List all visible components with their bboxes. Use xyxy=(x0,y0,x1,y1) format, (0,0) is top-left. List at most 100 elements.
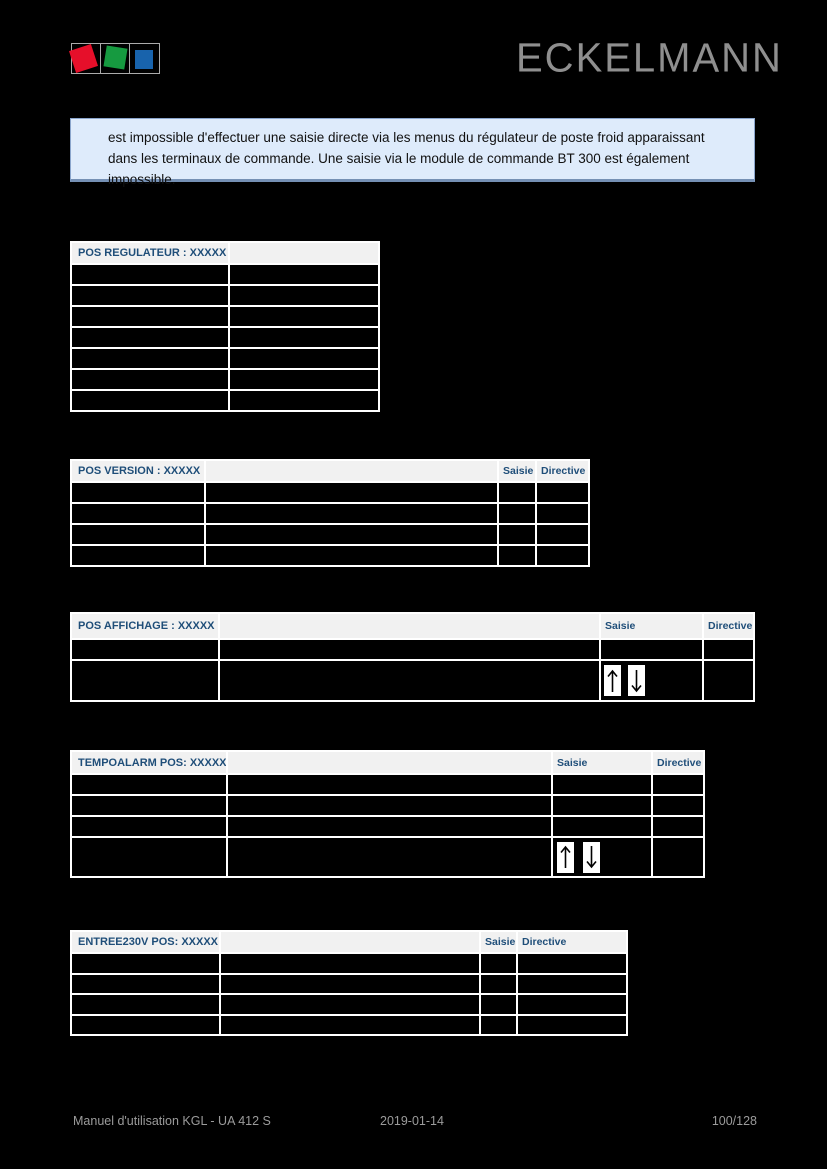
arrow-up-icon xyxy=(604,665,621,696)
eckelmann-logo xyxy=(69,43,160,74)
redacted-cell xyxy=(653,838,703,876)
redacted-cell xyxy=(72,370,228,389)
redacted-cell xyxy=(72,349,228,368)
redacted-cell xyxy=(72,817,226,836)
redacted-cell xyxy=(72,391,228,410)
saisie-column-header: Saisie xyxy=(601,614,702,638)
redacted-cell xyxy=(221,954,479,973)
redacted-cell xyxy=(518,995,626,1014)
table-pos-version: POS VERSION : XXXXX Saisie Directive xyxy=(70,459,590,567)
redacted-cell xyxy=(537,483,588,502)
redacted-cell xyxy=(481,954,516,973)
table-header-cell xyxy=(206,461,497,481)
redacted-cell xyxy=(230,391,378,410)
redacted-cell xyxy=(72,1015,219,1034)
table-header-cell xyxy=(230,243,378,263)
redacted-cell xyxy=(499,504,535,523)
saisie-column-header: Saisie xyxy=(481,932,516,952)
table-title: POS AFFICHAGE : XXXXX xyxy=(72,614,218,638)
arrow-down-icon xyxy=(583,841,600,873)
logo-cell-blue xyxy=(130,44,159,73)
redacted-cell xyxy=(72,546,204,565)
table-pos-regulateur: POS REGULATEUR : XXXXX xyxy=(70,241,380,412)
directive-column-header: Directive xyxy=(653,752,703,773)
redacted-cell xyxy=(230,265,378,284)
green-square-icon xyxy=(103,45,128,70)
directive-column-header: Directive xyxy=(704,614,753,638)
redacted-cell xyxy=(72,328,228,347)
table-header-cell xyxy=(220,614,599,638)
redacted-cell xyxy=(72,504,204,523)
logo-cell-red xyxy=(69,44,101,73)
saisie-column-header: Saisie xyxy=(553,752,651,773)
redacted-cell xyxy=(228,796,551,815)
table-title: TEMPOALARM POS: XXXXX xyxy=(72,752,226,773)
redacted-cell xyxy=(481,1015,516,1034)
redacted-cell xyxy=(72,307,228,326)
table-pos-affichage: POS AFFICHAGE : XXXXX Saisie Directive xyxy=(70,612,755,702)
notice-box: est impossible d'effectuer une saisie di… xyxy=(70,118,755,187)
redacted-cell xyxy=(206,504,497,523)
redacted-cell xyxy=(72,974,219,993)
redacted-cell xyxy=(230,286,378,305)
redacted-cell xyxy=(553,796,651,815)
redacted-cell xyxy=(481,995,516,1014)
redacted-cell xyxy=(499,546,535,565)
redacted-cell xyxy=(499,525,535,544)
redacted-cell xyxy=(230,370,378,389)
footer-document-title: Manuel d'utilisation KGL - UA 412 S xyxy=(73,1114,271,1128)
redacted-cell xyxy=(206,525,497,544)
redacted-cell xyxy=(206,483,497,502)
table-header-cell xyxy=(228,752,551,773)
redacted-cell xyxy=(206,546,497,565)
table-tempoalarm: TEMPOALARM POS: XXXXX Saisie Directive xyxy=(70,750,705,878)
brand-wordmark: ECKELMANN xyxy=(516,35,783,81)
redacted-cell xyxy=(72,954,219,973)
arrow-up-icon xyxy=(557,841,574,873)
redacted-cell xyxy=(601,640,702,659)
redacted-cell xyxy=(72,286,228,305)
redacted-cell xyxy=(221,1015,479,1034)
table-title: ENTREE230V POS: XXXXX xyxy=(72,932,219,952)
redacted-cell xyxy=(704,661,753,700)
directive-column-header: Directive xyxy=(537,461,588,481)
redacted-cell xyxy=(704,640,753,659)
arrow-down-icon xyxy=(628,665,645,696)
redacted-cell xyxy=(221,974,479,993)
footer-page-number: 100/128 xyxy=(711,1114,757,1128)
redacted-cell xyxy=(518,1015,626,1034)
saisie-arrows-cell xyxy=(553,838,651,876)
redacted-cell xyxy=(537,546,588,565)
redacted-cell xyxy=(653,796,703,815)
redacted-cell xyxy=(72,775,226,794)
footer-date: 2019-01-14 xyxy=(380,1114,444,1128)
redacted-cell xyxy=(230,349,378,368)
redacted-cell xyxy=(537,504,588,523)
saisie-column-header: Saisie xyxy=(499,461,535,481)
redacted-cell xyxy=(72,525,204,544)
red-square-icon xyxy=(69,44,98,73)
redacted-cell xyxy=(72,995,219,1014)
directive-column-header: Directive xyxy=(518,932,626,952)
redacted-cell xyxy=(499,483,535,502)
redacted-cell xyxy=(228,775,551,794)
redacted-cell xyxy=(72,640,218,659)
logo-cell-green xyxy=(101,44,130,73)
redacted-cell xyxy=(653,775,703,794)
redacted-cell xyxy=(72,838,226,876)
table-entree230v: ENTREE230V POS: XXXXX Saisie Directive xyxy=(70,930,628,1036)
redacted-cell xyxy=(72,796,226,815)
blue-square-icon xyxy=(135,50,153,69)
redacted-cell xyxy=(228,838,551,876)
redacted-cell xyxy=(481,974,516,993)
redacted-cell xyxy=(230,328,378,347)
redacted-cell xyxy=(553,775,651,794)
table-title: POS VERSION : XXXXX xyxy=(72,461,204,481)
redacted-cell xyxy=(220,640,599,659)
redacted-cell xyxy=(228,817,551,836)
redacted-cell xyxy=(518,954,626,973)
redacted-cell xyxy=(72,661,218,700)
redacted-cell xyxy=(553,817,651,836)
redacted-cell xyxy=(537,525,588,544)
